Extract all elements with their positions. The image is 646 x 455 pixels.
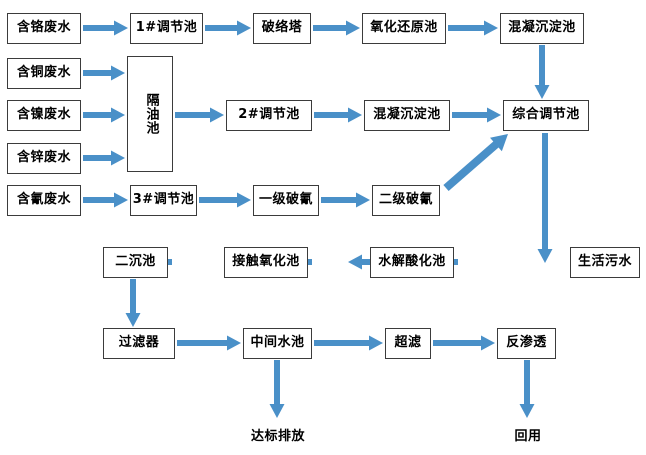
process-node[interactable]: 含镍废水: [7, 100, 81, 131]
process-node[interactable]: 混凝沉淀池: [364, 100, 450, 131]
terminal-label: 达标排放: [250, 428, 305, 444]
process-node[interactable]: 过滤器: [103, 328, 175, 359]
process-node[interactable]: 水解酸化池: [370, 247, 454, 278]
arrow-right: [83, 150, 125, 166]
arrow-right: [452, 107, 501, 123]
arrow-right: [313, 20, 360, 36]
arrow-down: [269, 360, 285, 418]
process-node[interactable]: 含氰废水: [7, 185, 81, 216]
process-node[interactable]: 隔油池: [127, 56, 173, 172]
process-node[interactable]: 氧化还原池: [362, 13, 446, 44]
arrow-right: [83, 107, 125, 123]
arrow-diagonal: [443, 134, 508, 192]
process-node[interactable]: 接触氧化池: [224, 247, 308, 278]
process-node[interactable]: 1#调节池: [130, 13, 203, 44]
arrow-right: [175, 107, 224, 123]
arrow-right: [83, 20, 128, 36]
process-node[interactable]: 含铜废水: [7, 58, 81, 89]
arrow-right: [83, 65, 125, 81]
arrow-down: [537, 133, 553, 263]
process-node[interactable]: 生活污水: [570, 247, 640, 278]
arrow-right: [177, 335, 241, 351]
arrow-right: [433, 335, 495, 351]
arrow-down: [534, 45, 550, 99]
arrow-right: [321, 192, 370, 208]
arrow-right: [314, 335, 383, 351]
process-node[interactable]: 含锌废水: [7, 143, 81, 174]
process-node[interactable]: 中间水池: [243, 328, 312, 359]
terminal-label: 回用: [514, 428, 542, 444]
arrow-right: [83, 192, 128, 208]
process-node[interactable]: 3#调节池: [130, 185, 197, 216]
process-node[interactable]: 反渗透: [497, 328, 556, 359]
process-node[interactable]: 2#调节池: [226, 100, 312, 131]
arrow-right: [205, 20, 251, 36]
process-node[interactable]: 一级破氰: [253, 185, 319, 216]
arrow-right: [448, 20, 498, 36]
process-node[interactable]: 二级破氰: [372, 185, 440, 216]
arrow-down: [519, 360, 535, 418]
process-node[interactable]: 二沉池: [103, 247, 168, 278]
process-node[interactable]: 含铬废水: [7, 13, 81, 44]
process-node[interactable]: 混凝沉淀池: [500, 13, 584, 44]
process-node[interactable]: 破络塔: [253, 13, 311, 44]
process-node[interactable]: 超滤: [385, 328, 431, 359]
process-node[interactable]: 综合调节池: [503, 100, 589, 131]
arrow-right: [314, 107, 362, 123]
arrow-right: [199, 192, 251, 208]
arrow-down: [125, 279, 141, 327]
